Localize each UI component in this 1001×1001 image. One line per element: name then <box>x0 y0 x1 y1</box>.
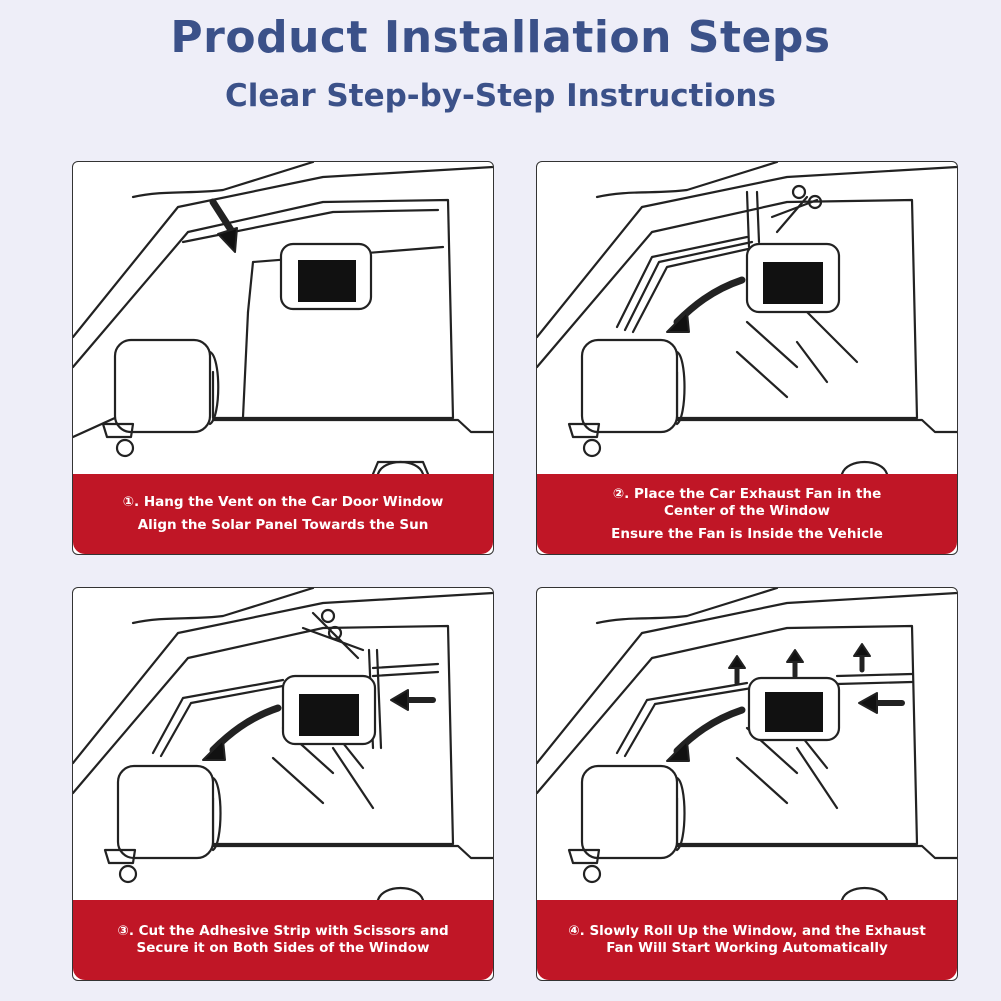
step-1-caption: ①. Hang the Vent on the Car Door Window … <box>73 474 493 554</box>
step-2-illustration <box>537 162 957 474</box>
step-3-illustration <box>73 588 493 900</box>
step-1-illustration <box>73 162 493 474</box>
step-2-caption: ②. Place the Car Exhaust Fan in the Cent… <box>537 474 957 554</box>
step-2-line3: Ensure the Fan is Inside the Vehicle <box>611 525 883 542</box>
page-title: Product Installation Steps <box>170 12 831 63</box>
step-3-caption: ③. Cut the Adhesive Strip with Scissors … <box>73 900 493 980</box>
step-3-line1: ③. Cut the Adhesive Strip with Scissors … <box>117 923 449 939</box>
step-1-line3: Align the Solar Panel Towards the Sun <box>137 517 429 533</box>
step-4-line1: ④. Slowly Roll Up the Window, and the Ex… <box>568 923 926 939</box>
step-card-2: ②. Place the Car Exhaust Fan in the Cent… <box>536 161 958 555</box>
step-card-1: ①. Hang the Vent on the Car Door Window … <box>72 161 494 555</box>
step-2-line2: Center of the Window <box>664 502 830 519</box>
step-4-illustration <box>537 588 957 900</box>
step-4-caption: ④. Slowly Roll Up the Window, and the Ex… <box>537 900 957 980</box>
step-card-3: ③. Cut the Adhesive Strip with Scissors … <box>72 587 494 981</box>
step-4-line2: Fan Will Start Working Automatically <box>606 940 888 956</box>
step-1-line1: ①. Hang the Vent on the Car Door Window <box>122 494 444 510</box>
step-card-4: ④. Slowly Roll Up the Window, and the Ex… <box>536 587 958 981</box>
page-subtitle: Clear Step-by-Step Instructions <box>225 78 776 114</box>
step-2-line1: ②. Place the Car Exhaust Fan in the <box>612 485 882 502</box>
step-3-line2: Secure it on Both Sides of the Window <box>136 940 430 956</box>
